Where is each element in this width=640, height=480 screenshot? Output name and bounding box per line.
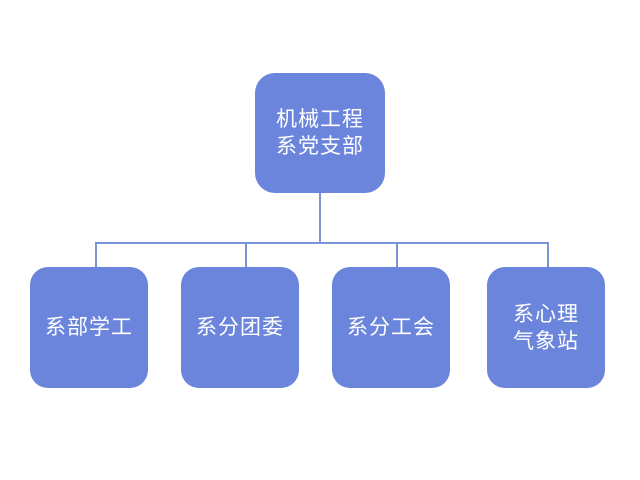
connector-drop-child-3 <box>396 242 398 268</box>
connector-drop-child-1 <box>95 242 97 268</box>
connector-horizontal-bus <box>95 242 549 244</box>
connector-drop-child-2 <box>245 242 247 268</box>
connector-root-stem <box>319 193 321 243</box>
org-node-child-4[interactable]: 系心理 气象站 <box>487 267 605 388</box>
org-node-root[interactable]: 机械工程 系党支部 <box>255 73 385 193</box>
connector-drop-child-4 <box>547 242 549 268</box>
org-node-child-3[interactable]: 系分工会 <box>332 267 450 388</box>
org-node-child-2[interactable]: 系分团委 <box>181 267 299 388</box>
org-node-child-1[interactable]: 系部学工 <box>30 267 148 388</box>
